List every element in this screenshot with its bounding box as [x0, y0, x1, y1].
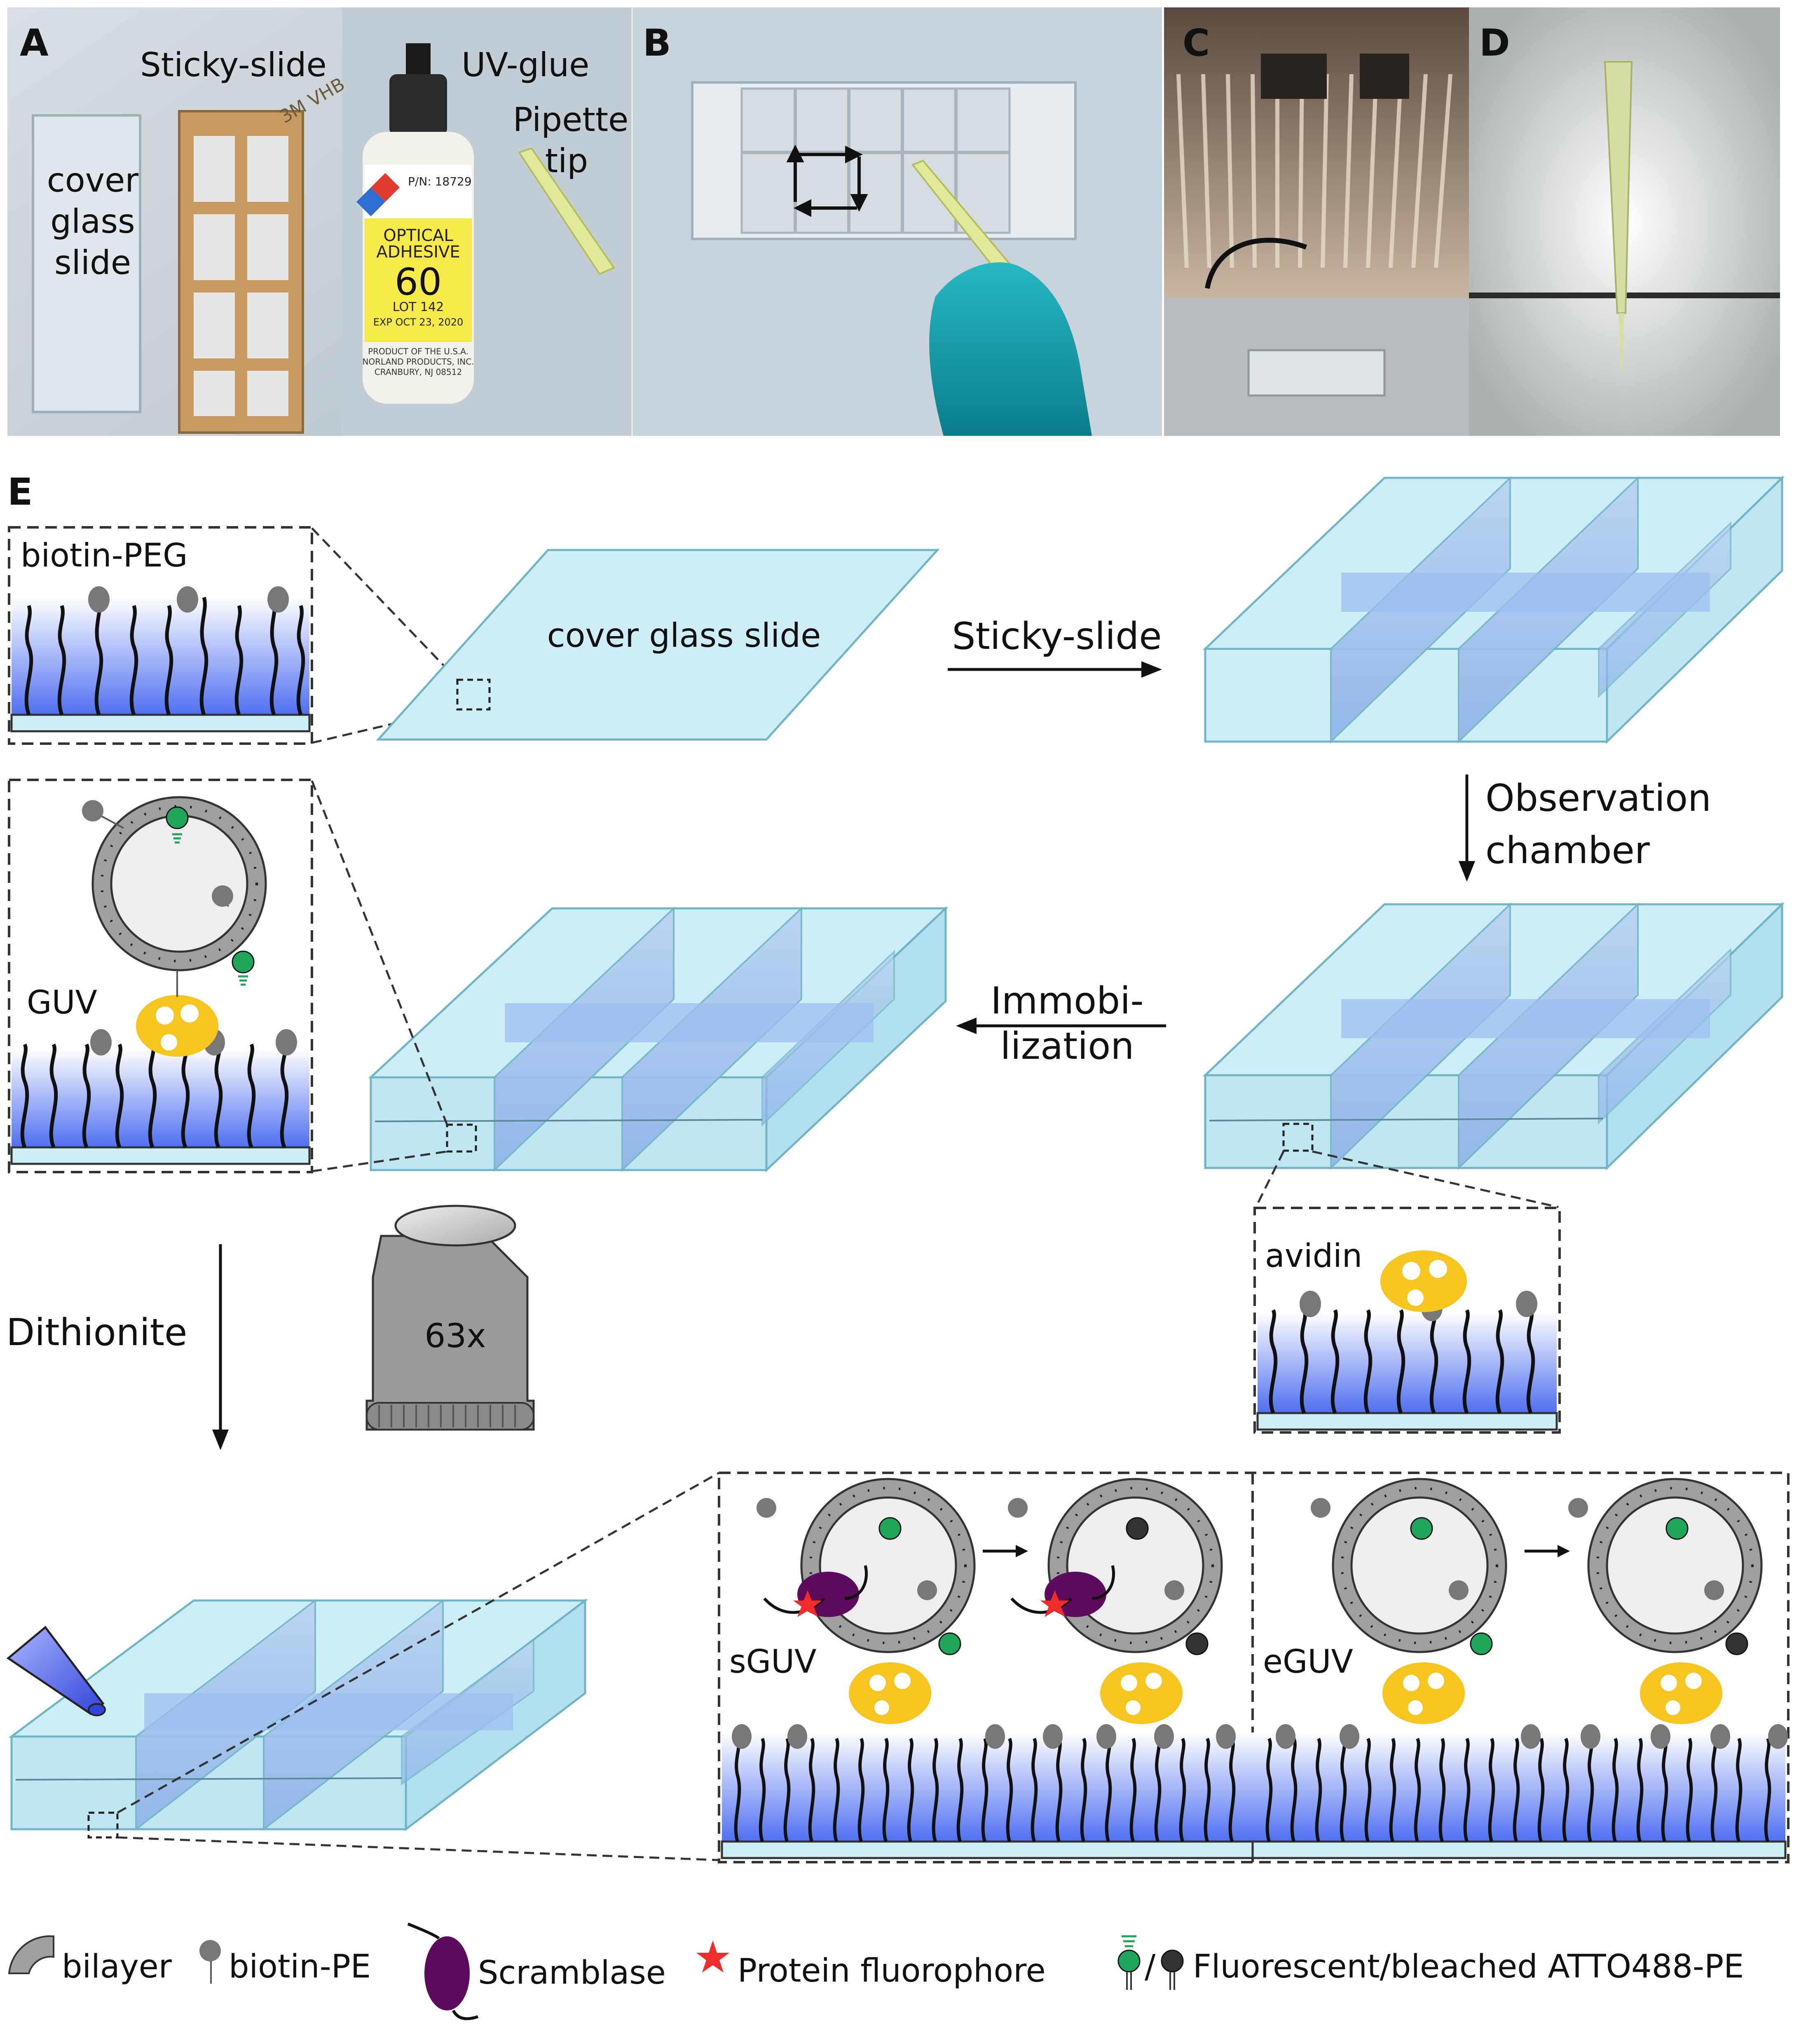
- eguv-before: [1311, 1478, 1507, 1655]
- protein-fluorophore-icon: [696, 1940, 729, 1973]
- pipette-label-line2: tip: [545, 142, 588, 180]
- chamber-filled: [1202, 902, 1785, 1170]
- zoom-lines-2: [311, 780, 448, 1172]
- legend-atto488: Fluorescent/bleached ATTO488-PE: [1193, 1948, 1744, 1985]
- svg-text:OPTICAL: OPTICAL: [383, 226, 453, 245]
- svg-text:ADHESIVE: ADHESIVE: [376, 243, 460, 262]
- panel-d-photo: D: [1469, 7, 1780, 436]
- scramblase-icon: [407, 1922, 479, 2020]
- glass-slab: [10, 714, 311, 732]
- svg-text:Immobi-: Immobi-: [991, 979, 1144, 1023]
- sguv-label: sGUV: [729, 1643, 817, 1680]
- step-dithionite: Dithionite: [6, 1244, 229, 1450]
- biotin-peg-label: biotin-PEG: [21, 537, 188, 574]
- cover-glass-slide-label: cover glass slide: [547, 616, 821, 655]
- cover-glass-label-line3: slide: [54, 243, 131, 282]
- svg-text:lization: lization: [1000, 1025, 1134, 1068]
- guv-vesicle: [82, 796, 267, 997]
- zoom-lines-3: [117, 1472, 720, 1861]
- atto488-icon: [1117, 1935, 1184, 1990]
- chamber-empty: [1202, 475, 1785, 744]
- svg-text:Observation: Observation: [1485, 777, 1711, 820]
- inset-guv: GUV: [8, 779, 313, 1173]
- dithionite-pipette-cone: [6, 1626, 105, 1715]
- svg-text:chamber: chamber: [1485, 829, 1650, 872]
- inset-avidin: avidin: [1253, 1207, 1561, 1434]
- panel-letter-a: A: [20, 21, 49, 65]
- svg-text:P/N: 18729: P/N: 18729: [408, 175, 472, 188]
- legend-slash: /: [1145, 1948, 1156, 1985]
- bilayer-icon: [8, 1935, 54, 1974]
- uv-glue-label: UV-glue: [461, 46, 589, 84]
- eguv-after: [1568, 1478, 1763, 1655]
- panel-letter-e: E: [7, 470, 33, 514]
- inset-biotin-peg: biotin-PEG: [8, 526, 313, 745]
- biotin-pe-icon: [199, 1940, 221, 1961]
- pipette-label-line1: Pipette: [513, 101, 629, 139]
- biotin-heads: [88, 586, 289, 613]
- svg-text:CRANBURY, NJ 08512: CRANBURY, NJ 08512: [375, 367, 462, 377]
- cover-glass-label-line1: cover: [47, 161, 138, 199]
- legend-scramblase: Scramblase: [478, 1954, 666, 1992]
- pipette-tip-in-glue: [1604, 61, 1633, 314]
- svg-text:60: 60: [395, 260, 442, 304]
- legend-biotin-pe: biotin-PE: [229, 1948, 371, 1985]
- objective-63x: 63x: [365, 1205, 535, 1431]
- svg-text:Sticky-slide: Sticky-slide: [952, 615, 1162, 658]
- svg-text:EXP OCT 23, 2020: EXP OCT 23, 2020: [373, 316, 464, 328]
- step-sticky-slide: Sticky-slide: [948, 615, 1162, 678]
- inset-sguv-eguv: sGUV eGUV: [718, 1472, 1790, 1863]
- svg-text:PRODUCT OF THE U.S.A.: PRODUCT OF THE U.S.A.: [368, 346, 468, 356]
- guv-label: GUV: [27, 984, 97, 1021]
- sguv-before: [757, 1478, 976, 1655]
- svg-text:NORLAND PRODUCTS, INC.: NORLAND PRODUCTS, INC.: [362, 357, 474, 367]
- step-observation-chamber: Observation chamber: [1459, 775, 1711, 882]
- zoom-lines-1: [311, 527, 458, 744]
- panel-b-photo: B: [632, 7, 1162, 436]
- cover-glass-label-line2: glass: [50, 202, 135, 241]
- panel-letter-d: D: [1479, 21, 1510, 65]
- gloved-hand: [929, 262, 1092, 436]
- uv-glue-bottle-photo: P/N: 18729 OPTICAL ADHESIVE 60 LOT 142 E…: [356, 43, 474, 404]
- panel-letter-c: C: [1183, 21, 1210, 65]
- legend-protein-fluorophore: Protein fluorophore: [738, 1952, 1046, 1989]
- avidin-icon: [1380, 1250, 1467, 1312]
- legend: bilayer biotin-PE Scramblase Protein flu…: [8, 1922, 1744, 2020]
- sticky-slide-label: Sticky-slide: [140, 46, 327, 84]
- pipette-tip-photo: [518, 147, 616, 275]
- panel-c-photo: C: [1164, 7, 1469, 436]
- svg-text:LOT 142: LOT 142: [393, 300, 444, 314]
- cover-glass-slide-photo: [32, 114, 141, 413]
- avidin-icon: [136, 995, 218, 1057]
- avidin-label: avidin: [1265, 1238, 1362, 1275]
- legend-bilayer: bilayer: [62, 1948, 172, 1985]
- svg-text:Dithionite: Dithionite: [6, 1311, 187, 1354]
- zoom-lines-avidin: [1255, 1150, 1559, 1208]
- step-immobilization: Immobi- lization: [956, 979, 1166, 1068]
- eguv-label: eGUV: [1263, 1643, 1353, 1680]
- panel-a-photo: 3M VHB P/N: 18729 OPTICAL ADHESIVE 60 LO…: [7, 7, 632, 436]
- sguv-after: [1008, 1478, 1223, 1655]
- chamber-immobilized: [368, 906, 949, 1172]
- chamber-dithionite: [6, 1598, 588, 1839]
- filling-direction-arrows: [786, 145, 868, 217]
- cover-glass-slide-diagram: cover glass slide: [376, 549, 940, 741]
- svg-text:63x: 63x: [424, 1317, 486, 1355]
- panel-letter-b: B: [643, 21, 671, 65]
